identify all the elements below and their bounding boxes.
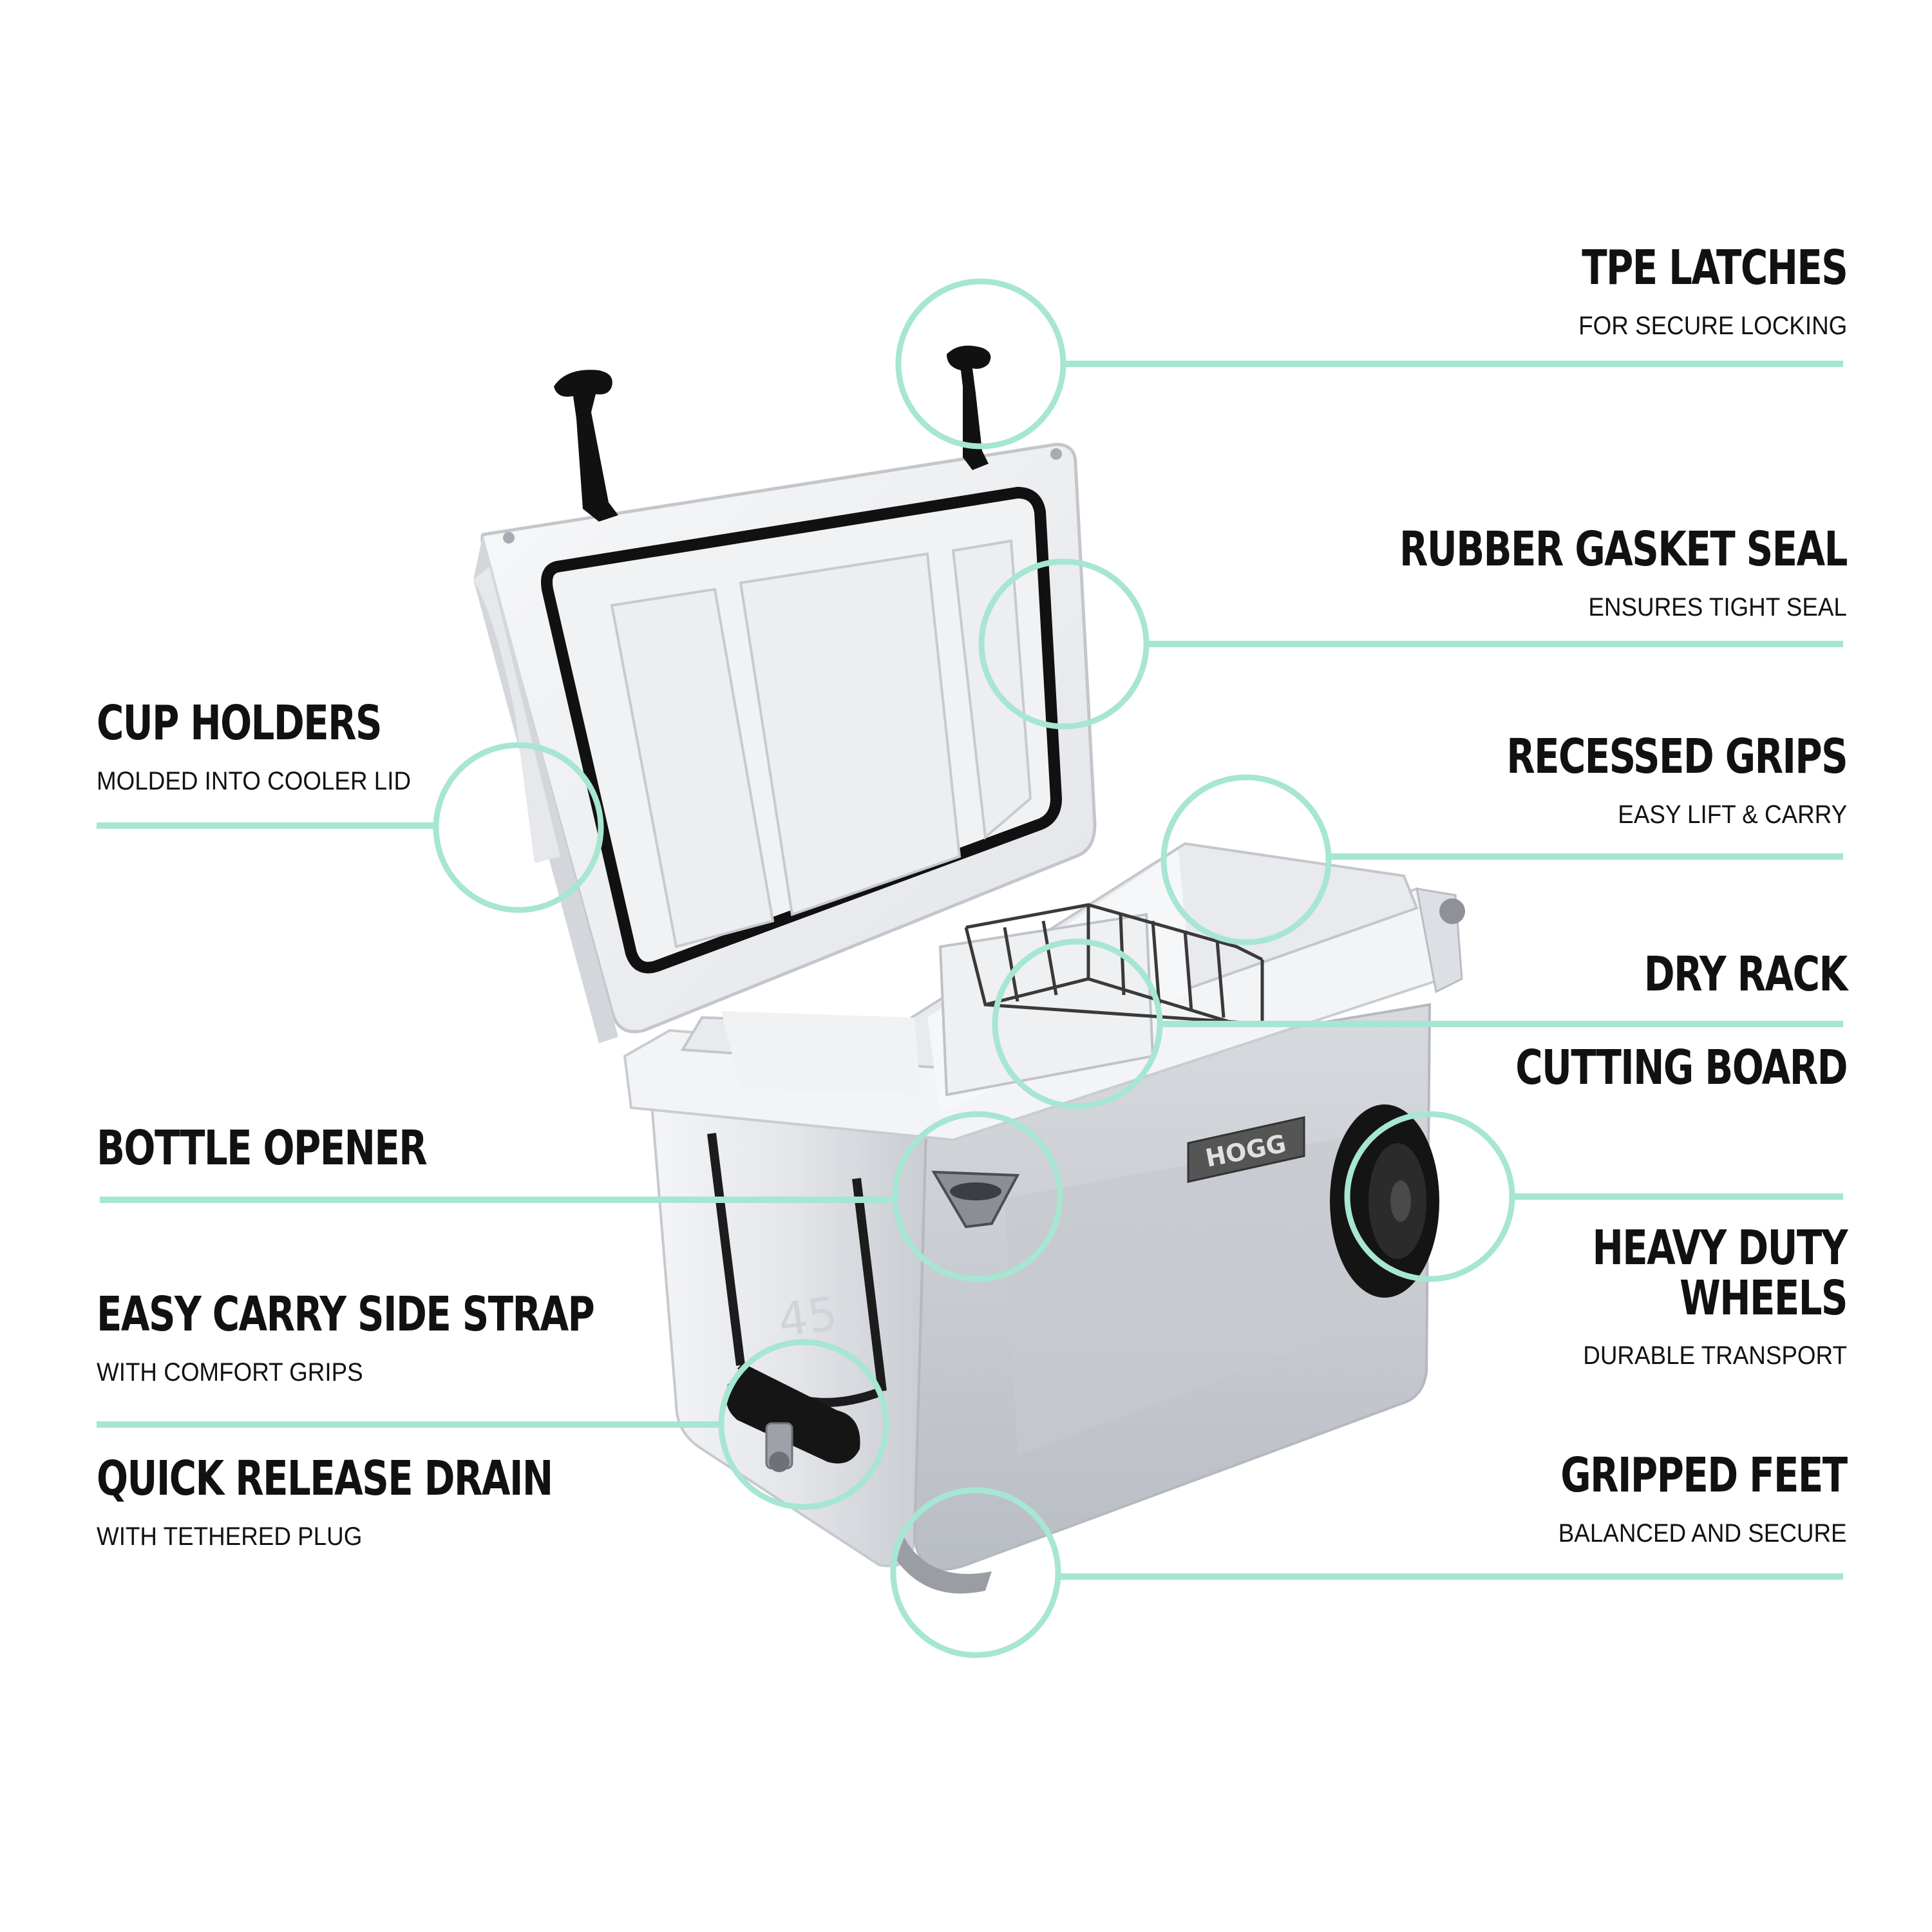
feature-gripped-feet: GRIPPED FEET BALANCED AND SECURE — [1480, 1448, 1848, 1549]
feature-title: GRIPPED FEET — [1560, 1448, 1848, 1503]
feature-title: QUICK RELEASE DRAIN — [97, 1451, 553, 1506]
feature-subtitle: MOLDED INTO COOLER LID — [97, 766, 412, 795]
feature-cup-holders: CUP HOLDERS MOLDED INTO COOLER LID — [97, 696, 462, 797]
feature-quick-release-drain: QUICK RELEASE DRAIN WITH TETHERED PLUG — [97, 1454, 681, 1552]
feature-title: CUP HOLDERS — [97, 696, 383, 751]
feature-subtitle: EASY LIFT & CARRY — [1618, 800, 1847, 829]
brand-badge: HOGG — [1187, 1116, 1305, 1183]
feature-title: TPE LATCHES — [1581, 240, 1848, 296]
feature-bottle-opener: BOTTLE OPENER — [97, 1121, 520, 1176]
bottle-opener — [931, 1170, 1020, 1229]
feature-cutting-board: CUTTING BOARD — [1422, 1040, 1848, 1095]
gripped-foot — [895, 1533, 992, 1594]
embossed-size: 45 — [775, 1286, 840, 1348]
feature-title-line2: WHEELS — [1680, 1270, 1848, 1326]
feature-subtitle: WITH TETHERED PLUG — [97, 1522, 363, 1551]
feature-subtitle: DURABLE TRANSPORT — [1583, 1341, 1847, 1370]
feature-title-line1: HEAVY DUTY — [1592, 1220, 1848, 1276]
side-strap — [707, 1133, 887, 1464]
feature-subtitle: FOR SECURE LOCKING — [1578, 311, 1847, 340]
drain-plug — [765, 1422, 793, 1472]
feature-dry-rack: DRY RACK — [1587, 947, 1848, 1002]
feature-tpe-latches: TPE LATCHES FOR SECURE LOCKING — [1507, 240, 1848, 341]
feature-title: RECESSED GRIPS — [1506, 729, 1848, 784]
callout-circle-gripped-feet — [890, 1487, 1061, 1658]
cooler-lid — [473, 442, 1097, 1043]
feature-subtitle: WITH COMFORT GRIPS — [97, 1358, 363, 1387]
feature-rubber-gasket-seal: RUBBER GASKET SEAL ENSURES TIGHT SEAL — [1273, 522, 1848, 623]
feature-title: EASY CARRY SIDE STRAP — [97, 1287, 595, 1342]
feature-title: DRY RACK — [1644, 947, 1848, 1002]
feature-subtitle: BALANCED AND SECURE — [1558, 1519, 1847, 1548]
feature-easy-carry-side-strap: EASY CARRY SIDE STRAP WITH COMFORT GRIPS — [97, 1287, 734, 1388]
feature-heavy-duty-wheels: HEAVY DUTY WHEELS DURABLE TRANSPORT — [1520, 1220, 1848, 1371]
feature-title: BOTTLE OPENER — [97, 1121, 428, 1176]
feature-title: CUTTING BOARD — [1515, 1040, 1848, 1095]
feature-title: RUBBER GASKET SEAL — [1399, 522, 1848, 577]
feature-recessed-grips: RECESSED GRIPS EASY LIFT & CARRY — [1410, 729, 1848, 830]
tpe-latches — [554, 345, 991, 522]
feature-subtitle: ENSURES TIGHT SEAL — [1588, 592, 1847, 621]
